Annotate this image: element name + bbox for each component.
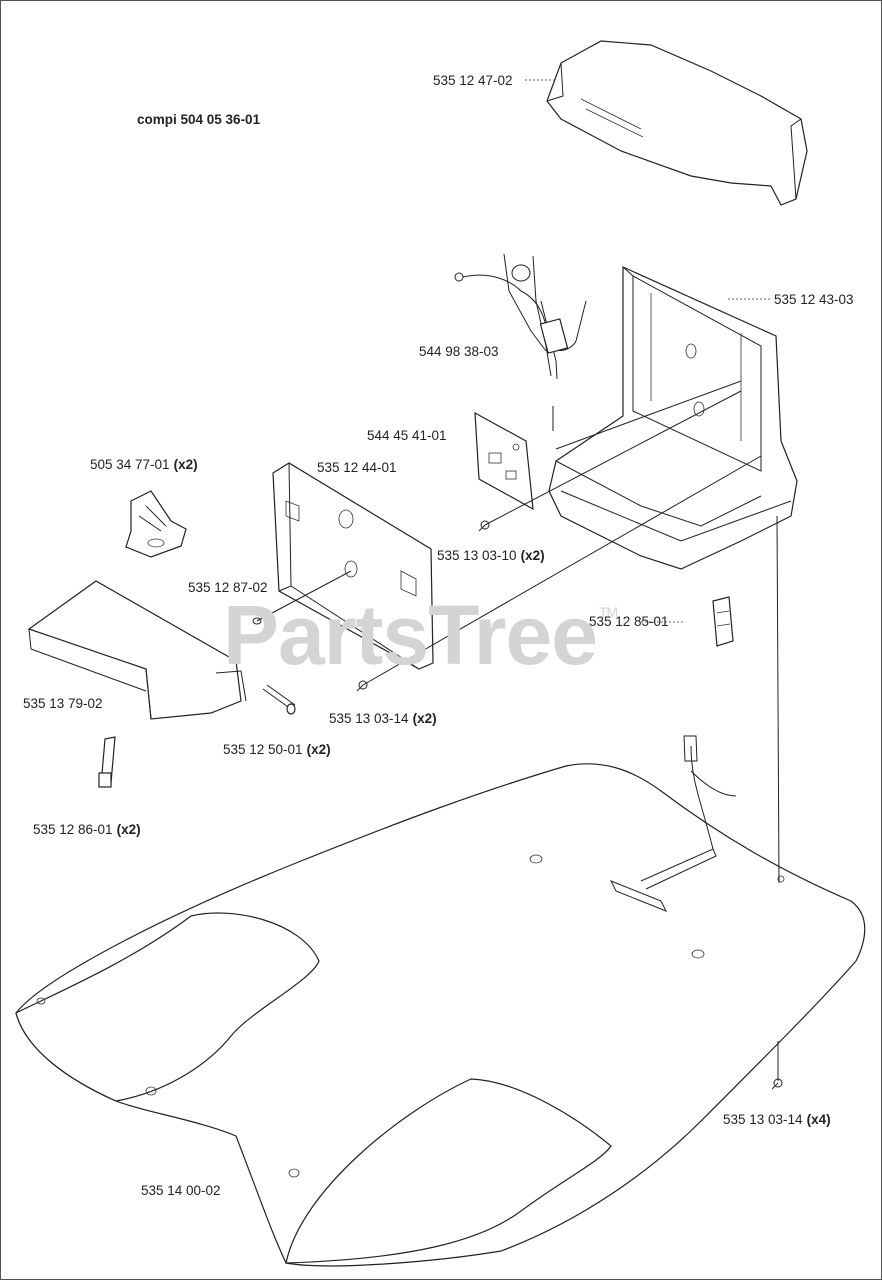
part-label-p13: 535 12 86-01(x2) xyxy=(33,822,141,837)
circuit-board xyxy=(474,411,534,511)
top-cover xyxy=(546,40,808,206)
part-label-p1: 535 12 47-02 xyxy=(433,73,513,88)
contact-strip xyxy=(98,736,116,788)
clip xyxy=(125,490,187,558)
part-label-p9: 535 12 85-01 xyxy=(589,614,669,629)
cable-harness xyxy=(454,253,587,380)
part-label-p8: 535 12 87-02 xyxy=(188,580,268,595)
part-label-p2: 535 12 43-03 xyxy=(774,292,854,307)
screw-small xyxy=(478,520,490,532)
base-plate xyxy=(15,735,866,1267)
part-label-p11: 535 13 03-14(x2) xyxy=(329,711,437,726)
leader-lines xyxy=(256,79,780,1081)
part-label-p3: 544 98 38-03 xyxy=(419,344,499,359)
part-label-p6: 535 12 44-01 xyxy=(317,460,397,475)
bolt xyxy=(262,684,296,715)
assembly-title: compi 504 05 36-01 xyxy=(137,112,261,127)
back-plate xyxy=(272,462,434,670)
part-label-p10: 535 13 79-02 xyxy=(23,696,103,711)
part-label-p4: 544 45 41-01 xyxy=(367,428,447,443)
pin xyxy=(252,617,262,625)
part-label-p14: 535 13 03-14(x4) xyxy=(723,1112,831,1127)
part-label-p7: 535 13 03-10(x2) xyxy=(437,548,545,563)
part-label-p5: 505 34 77-01(x2) xyxy=(90,457,198,472)
charge-plate-cover xyxy=(27,580,247,720)
screw-base xyxy=(771,1078,783,1090)
charging-housing xyxy=(548,266,798,570)
contact-plate xyxy=(712,596,734,647)
part-label-p15: 535 14 00-02 xyxy=(141,1183,221,1198)
screw-medium xyxy=(356,680,368,692)
part-label-p12: 535 12 50-01(x2) xyxy=(223,742,331,757)
